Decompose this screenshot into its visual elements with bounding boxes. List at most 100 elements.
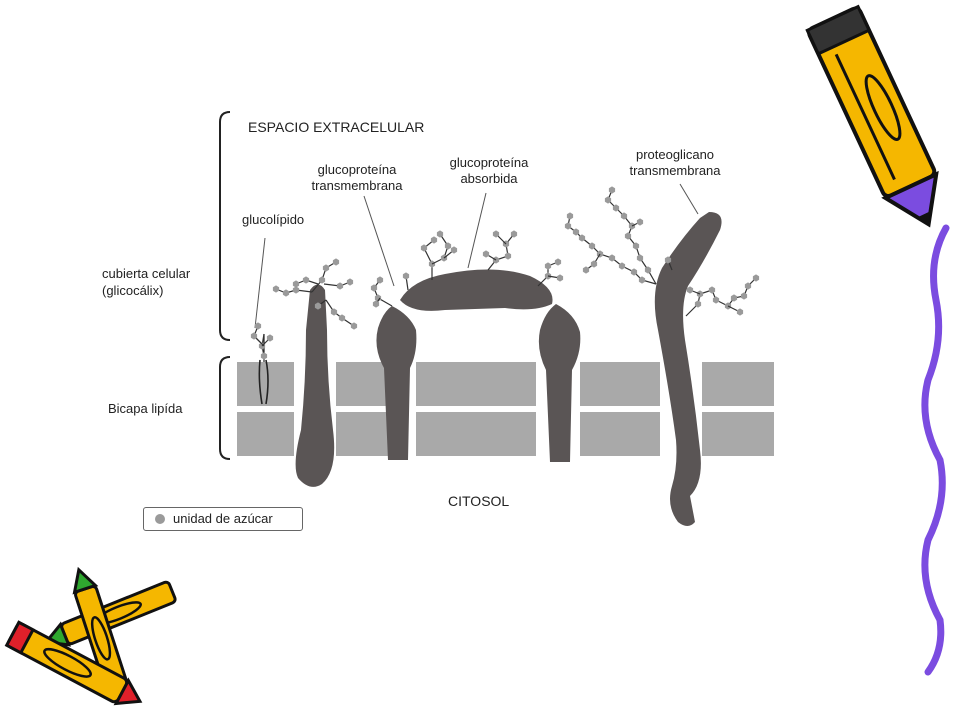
sugar-unit: [492, 230, 500, 238]
sugar-unit: [608, 254, 616, 262]
leader-lines: [254, 183, 699, 329]
sugar-unit: [430, 236, 438, 244]
sugar-unit: [730, 294, 738, 302]
adsorbed-glycoprotein-label-line2: absorbida: [460, 171, 518, 186]
glycocalyx-bracket: [219, 111, 231, 341]
sugar-link: [607, 189, 657, 285]
sugar-unit: [322, 264, 330, 272]
sugar-unit: [636, 218, 644, 226]
right-support-protein: [538, 304, 581, 462]
cell-coat-label-line1: cubierta celular: [102, 266, 191, 281]
sugar-unit: [572, 228, 580, 236]
sugar-link: [537, 261, 559, 287]
sugar-unit: [582, 266, 590, 274]
sugar-unit: [436, 230, 444, 238]
pencil-top-right-icon: [805, 4, 939, 228]
sugar-unit: [444, 242, 452, 250]
sugar-unit: [302, 276, 310, 284]
sugar-unit: [624, 232, 632, 240]
purple-wave-decoration: [921, 224, 950, 676]
sugar-unit: [618, 262, 626, 270]
sugar-link: [431, 233, 449, 265]
sugar-unit: [346, 278, 354, 286]
sugar-unit: [694, 300, 702, 308]
transmembrane-glycoprotein-label-line1: glucoproteína: [317, 162, 397, 177]
sugar-unit: [374, 294, 382, 302]
sugar-unit: [664, 256, 672, 264]
sugar-unit: [636, 254, 644, 262]
sugar-unit-icon: [155, 514, 165, 524]
sugar-link: [423, 239, 435, 280]
sugar-unit: [612, 204, 620, 212]
sugar-unit: [736, 308, 744, 316]
transmembrane-glycoprotein: [295, 284, 335, 487]
sugar-unit: [712, 296, 720, 304]
left-support-protein: [376, 306, 417, 460]
sugar-unit: [338, 314, 346, 322]
sugar-unit: [292, 286, 300, 294]
sugar-unit: [578, 234, 586, 242]
sugar-unit: [370, 284, 378, 292]
sugar-unit: [292, 280, 300, 288]
proteoglycan-label-line1: proteoglicano: [635, 147, 715, 162]
proteoglycan-label-line2: transmembrana: [629, 163, 721, 178]
sugar-unit: [608, 186, 616, 194]
sugar-unit: [318, 276, 326, 284]
sugar-unit: [638, 276, 646, 284]
sugar-unit: [282, 289, 290, 297]
sugar-unit: [590, 260, 598, 268]
adsorbed-glycoprotein: [400, 269, 553, 311]
sugar-unit: [372, 300, 380, 308]
sugar-link: [373, 279, 393, 307]
sugar-unit: [588, 242, 596, 250]
sugar-unit: [314, 302, 322, 310]
sugar-unit: [330, 308, 338, 316]
sugar-unit: [272, 285, 280, 293]
sugar-unit: [686, 286, 694, 294]
sugar-unit: [644, 266, 652, 274]
extracellular-space-label: ESPACIO EXTRACELULAR: [248, 119, 425, 135]
transmembrane-proteoglycan: [654, 212, 722, 526]
sugar-unit: [504, 252, 512, 260]
sugar-unit: [450, 246, 458, 254]
sugar-unit: [350, 322, 358, 330]
sugar-unit: [544, 262, 552, 270]
legend-label: unidad de azúcar: [173, 511, 273, 526]
sugar-unit: [260, 352, 268, 360]
bilayer-bracket: [219, 356, 231, 460]
sugar-unit: [740, 292, 748, 300]
adsorbed-glycoprotein-label-line1: glucoproteína: [449, 155, 529, 170]
sugar-unit: [604, 196, 612, 204]
sugar-unit: [402, 272, 410, 280]
sugar-unit: [620, 212, 628, 220]
sugar-unit: [250, 332, 258, 340]
sugar-unit: [554, 258, 562, 266]
sugar-unit: [752, 274, 760, 282]
glycolipid-label: glucolípido: [242, 212, 305, 227]
sugar-link: [567, 215, 657, 285]
sugar-unit: [630, 268, 638, 276]
sugar-chains: [250, 186, 760, 360]
sugar-unit: [744, 282, 752, 290]
transmembrane-glycoprotein-label-line2: transmembrana: [311, 178, 403, 193]
cell-coat-label-line2: (glicocálix): [102, 283, 164, 298]
sugar-unit: [482, 250, 490, 258]
sugar-link: [685, 277, 757, 317]
sugar-unit: [266, 334, 274, 342]
sugar-unit: [708, 286, 716, 294]
sugar-unit: [376, 276, 384, 284]
sugar-unit: [556, 274, 564, 282]
sugar-link: [325, 299, 355, 327]
sugar-link: [275, 288, 313, 294]
cytosol-label: CITOSOL: [448, 493, 510, 509]
sugar-unit: [332, 258, 340, 266]
sugar-unit: [566, 212, 574, 220]
sugar-unit: [564, 222, 572, 230]
sugar-unit: [336, 282, 344, 290]
lipid-bilayer-label: Bicapa lipída: [108, 401, 183, 416]
sugar-unit: [632, 242, 640, 250]
sugar-link: [311, 261, 337, 293]
legend: unidad de azúcar: [143, 507, 303, 531]
